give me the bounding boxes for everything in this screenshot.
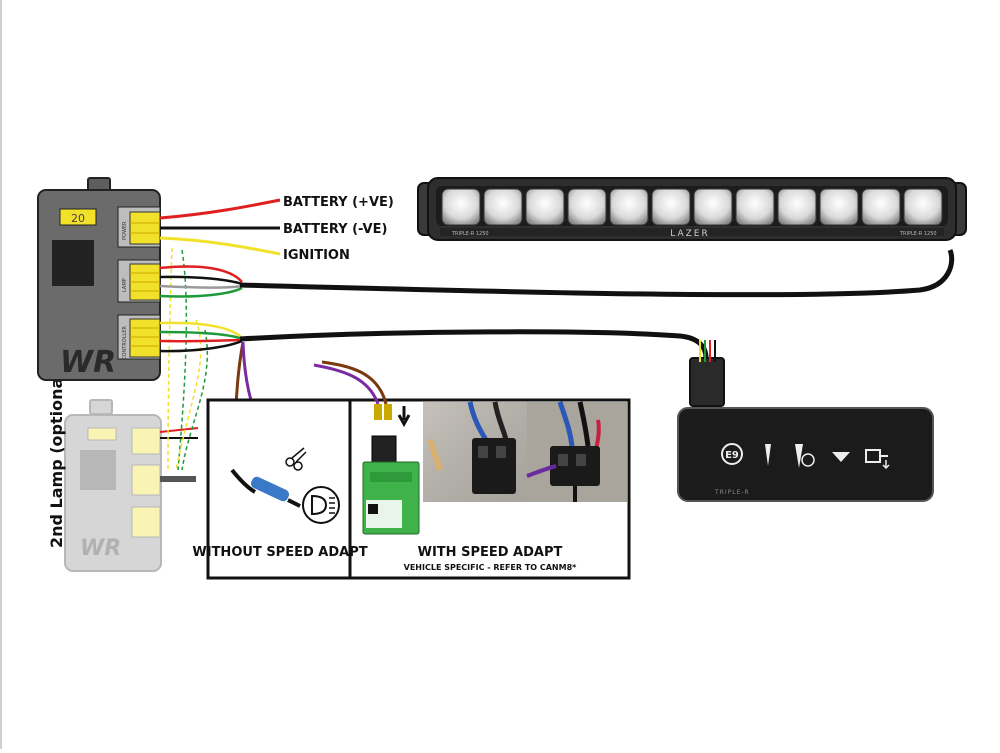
battery-pos-label: BATTERY (+VE) [283,195,394,210]
second-lamp-box: WR [64,399,162,572]
controller-logo: WR [60,345,116,380]
svg-text:E9: E9 [725,450,739,461]
beam-speed-icon [795,444,803,468]
port-lamp-label: LAMP [122,278,128,292]
keypad: E9 TRIPLE-R [677,340,934,502]
second-lamp-logo: WR [80,536,121,561]
light-bar-cell [651,188,691,226]
with-speed-adapt-subcaption: VEHICLE SPECIFIC - REFER TO CANM8* [404,563,578,572]
light-bar: LAZER TRIPLE-R 1250 TRIPLE-R 1250 [417,177,967,241]
fuse [59,208,97,226]
speed-connector [371,435,397,463]
second-lamp-label: 2nd Lamp (optional) [47,365,66,548]
port-power-label: POWER [122,221,128,240]
lamp-cable [239,249,955,298]
second-lamp-wires [159,247,209,482]
light-bar-cell [903,188,943,226]
keypad-connector [689,357,725,407]
without-speed-adapt-caption: WITHOUT SPEED ADAPT [192,545,367,560]
fuse-value: 20 [71,212,85,225]
light-bar-model-left: TRIPLE-R 1250 [451,231,489,237]
speed-adapt-panels: WITHOUT SPEED ADAPT WITH SPEED ADAPT V [192,360,631,580]
light-bar-cell [819,188,859,226]
light-bar-cell [483,188,523,226]
light-bar-brand: LAZER [670,229,709,239]
light-bar-cell [609,188,649,226]
speed-icon [801,453,815,467]
controller-wires [159,321,243,353]
controller-box: 20 WR POWER LAMP CONTROLLER [37,177,161,381]
down-arrow-icon [832,452,850,462]
beam-low-icon [765,444,771,466]
keypad-cable [239,329,709,359]
light-bar-cell [693,188,733,226]
keypad-brand: TRIPLE-R [714,489,750,496]
insert-arrow-icon [397,406,411,428]
light-bar-cell [441,188,481,226]
light-bar-cell [735,188,775,226]
battery-neg-label: BATTERY (-VE) [283,222,387,237]
lamp-wires [159,265,243,298]
light-bar-model-right: TRIPLE-R 1250 [899,231,937,237]
light-bar-cell [525,188,565,226]
headlight-icon [302,486,340,524]
butt-connector [250,476,290,502]
port-controller-label: CONTROLLER [122,326,128,360]
with-speed-adapt-caption: WITH SPEED ADAPT [418,545,563,560]
ignition-label: IGNITION [283,248,350,263]
power-wires [159,198,281,256]
light-bar-cell [861,188,901,226]
light-bar-cell [567,188,607,226]
light-bar-cells [441,188,943,226]
scissors-icon [285,447,307,471]
light-bar-cell [777,188,817,226]
e9-icon [721,443,743,465]
horn-icon [865,449,888,463]
